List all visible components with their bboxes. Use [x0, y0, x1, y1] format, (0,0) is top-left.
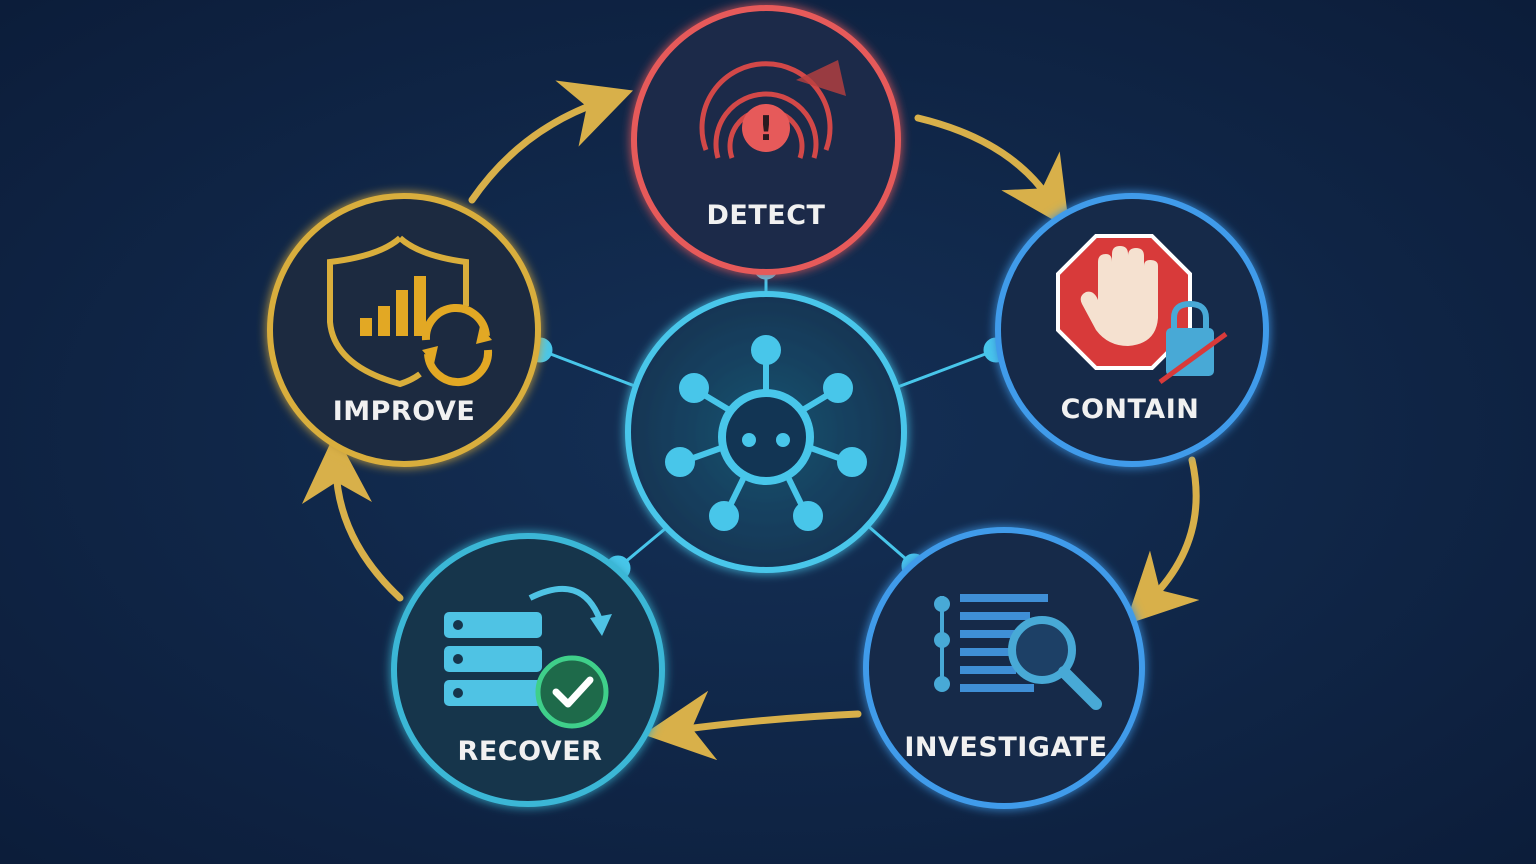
stage-investigate-label: INVESTIGATE	[904, 732, 1107, 763]
stage-detect[interactable]: ! DETECT	[631, 5, 901, 275]
timeline-search-icon	[934, 594, 1102, 710]
arrow-detect-to-contain	[914, 114, 1070, 230]
arrow-recover-to-improve	[302, 433, 404, 602]
stage-improve-label: IMPROVE	[333, 396, 476, 427]
stop-hand-icon	[1056, 234, 1192, 370]
stage-recover[interactable]: RECOVER	[391, 533, 665, 807]
center-node	[625, 291, 907, 573]
radar-alert-icon: !	[699, 60, 846, 159]
arrow-contain-to-investigate	[1125, 456, 1200, 625]
arrow-improve-to-detect	[468, 80, 634, 204]
stage-contain-label: CONTAIN	[1061, 394, 1200, 425]
stage-investigate[interactable]: INVESTIGATE	[863, 527, 1145, 809]
virus-network-icon	[665, 335, 867, 531]
shield-chart-refresh-icon	[327, 235, 493, 388]
stage-recover-label: RECOVER	[458, 736, 603, 767]
cycle-arrows	[302, 80, 1200, 761]
lock-icon	[1158, 300, 1228, 385]
svg-text:!: !	[758, 109, 774, 149]
stage-contain[interactable]: CONTAIN	[995, 193, 1269, 467]
server-restore-icon	[444, 586, 612, 729]
stage-improve[interactable]: IMPROVE	[267, 193, 541, 467]
stage-detect-label: DETECT	[707, 200, 826, 231]
arrow-investigate-to-recover	[643, 690, 862, 761]
